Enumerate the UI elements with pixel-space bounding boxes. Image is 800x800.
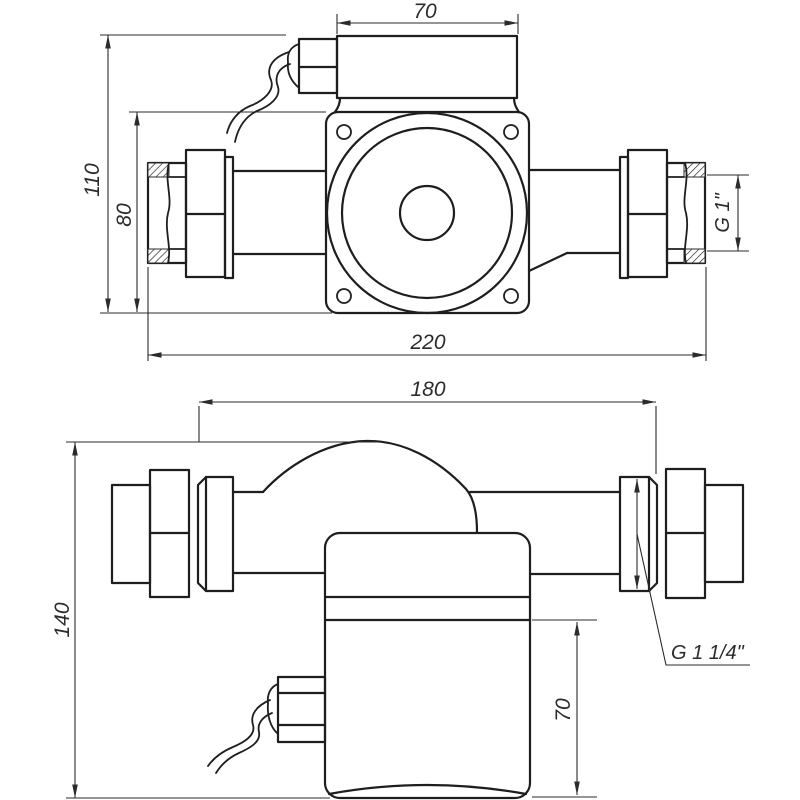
pump-flange-front — [324, 96, 531, 315]
left-thread-hatch-bottom — [147, 248, 170, 264]
dim-thread-g114: G 1 1/4" — [634, 479, 750, 666]
motor-face-outer-circle — [325, 111, 529, 315]
right-port-union-side — [618, 467, 745, 600]
dimension-label: 70 — [552, 698, 575, 722]
cable-wire-side-2 — [215, 712, 273, 774]
dimension-label: 140 — [51, 602, 74, 637]
leader-line — [636, 533, 750, 666]
motor-housing — [323, 531, 532, 800]
dimension-label: 110 — [81, 163, 104, 197]
neck-left-curve — [333, 96, 342, 114]
volute-dome-curve — [261, 439, 479, 534]
dim-flange-height: 80 — [113, 111, 326, 312]
motor-face-inner-circle — [340, 126, 514, 300]
dimension-label: 180 — [410, 378, 445, 401]
side-view: 180 140 70 G 1 1/4" — [51, 378, 750, 800]
pump-body-side — [231, 439, 622, 800]
dimension-label: 70 — [413, 0, 437, 23]
left-port-union-side — [110, 468, 235, 599]
terminal-box-side — [207, 675, 327, 774]
terminal-box-side-outline — [276, 675, 327, 744]
volute-discharge-slope — [527, 251, 569, 273]
dim-port-spacing: 180 — [198, 378, 657, 474]
thread-size-label: G 1" — [712, 192, 734, 232]
dim-side-overall-height: 140 — [51, 441, 378, 799]
cable-gland-cap-side — [266, 683, 279, 735]
flange-screw-top-right — [503, 124, 519, 140]
dimension-label: 220 — [409, 331, 445, 354]
right-thread-adapter-side — [703, 483, 745, 584]
flange-screw-top-left — [336, 124, 352, 140]
left-thread-hatch-top — [147, 162, 170, 178]
power-cable-front — [226, 51, 291, 143]
shaft-center-circle — [398, 184, 456, 242]
flange-screw-bottom-left — [336, 288, 352, 304]
dim-thread-g1: G 1" — [707, 174, 749, 252]
thread-size-label: G 1 1/4" — [671, 642, 745, 664]
dim-overall-length: 220 — [147, 267, 707, 361]
right-break-wavy-line — [683, 162, 689, 264]
dim-overall-height: 110 — [81, 34, 332, 314]
terminal-box-front — [286, 34, 519, 100]
cable-wire-2 — [234, 63, 291, 143]
dimension-label: 80 — [113, 203, 136, 227]
right-thread-hatch-top — [683, 162, 706, 178]
right-port-union-front — [527, 148, 707, 280]
cable-wire-side-1 — [207, 699, 271, 767]
cable-wire-1 — [226, 51, 290, 134]
motor-end-cap-arc — [327, 783, 528, 796]
dim-motor-height: 70 — [532, 619, 597, 798]
dim-terminal-box-width: 70 — [336, 0, 519, 34]
flange-screw-bottom-right — [503, 288, 519, 304]
cable-gland-cap — [286, 43, 300, 89]
right-thread-hatch-bottom — [683, 248, 706, 264]
left-port-union-front — [146, 148, 328, 280]
top-view: 70 110 80 220 G 1" — [81, 0, 749, 361]
